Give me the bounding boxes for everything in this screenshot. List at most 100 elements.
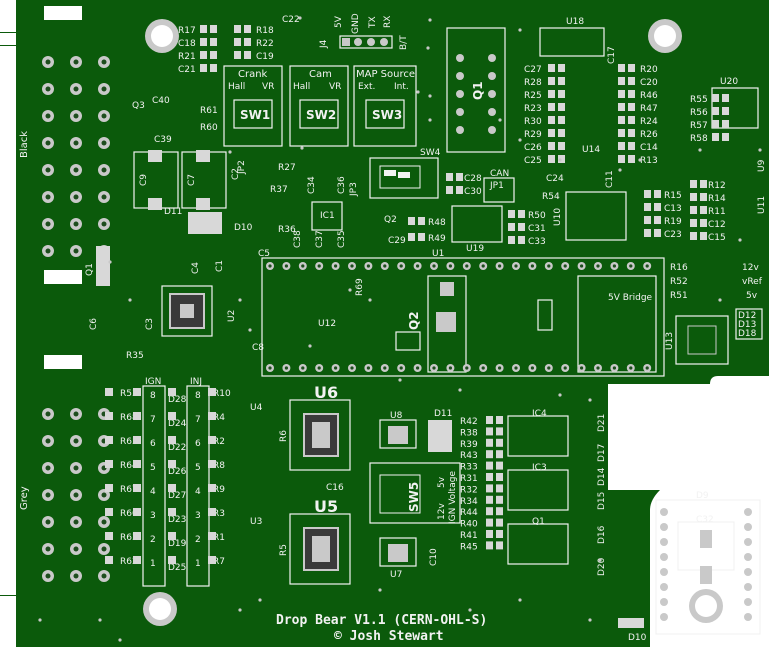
pad <box>418 233 425 241</box>
chip-u8 <box>379 419 417 449</box>
ign-diode-label: D25 <box>168 563 186 573</box>
a1-pin <box>744 598 752 606</box>
component-label: R33 <box>460 463 478 473</box>
ign-channel-number: 8 <box>150 391 156 401</box>
inj-channel-number: 4 <box>195 487 201 497</box>
connector-pin-hole <box>73 221 79 227</box>
pad <box>486 507 493 516</box>
connector-pin-hole <box>73 519 79 525</box>
pad <box>208 484 216 492</box>
component-label: R24 <box>640 117 658 127</box>
component-label: R19 <box>664 217 682 227</box>
chip-ic1 <box>311 201 343 231</box>
mcu-pin-hole <box>547 366 551 370</box>
component-label: R34 <box>460 497 478 507</box>
label-u19: U19 <box>466 244 484 254</box>
ign-diode-label: D19 <box>168 539 187 549</box>
pad <box>712 107 719 115</box>
pad <box>133 532 141 540</box>
pad <box>712 120 719 128</box>
component-label: C34 <box>307 176 317 194</box>
label-r52: R52 <box>670 277 688 287</box>
mounting-hole-right <box>648 19 682 53</box>
connector-pin-hole <box>101 492 107 498</box>
pad <box>644 216 651 224</box>
inj-channel-number: 2 <box>195 535 201 545</box>
pad <box>722 120 729 128</box>
via <box>398 378 402 382</box>
component-label: C30 <box>464 187 482 197</box>
mcu-pin-hole <box>268 366 272 370</box>
pad <box>558 129 565 137</box>
sw1-vr: VR <box>262 82 274 92</box>
pad <box>628 64 635 72</box>
via <box>638 158 642 162</box>
board-title: Drop Bear V1.1 (CERN-OHL-S) <box>276 613 487 628</box>
component-label: R12 <box>708 181 726 191</box>
component-label: R6 <box>279 430 289 442</box>
label-d9: D10 <box>628 633 647 643</box>
via <box>558 158 562 162</box>
via <box>518 28 522 32</box>
label-d11: D11 <box>164 207 182 217</box>
pad <box>496 427 503 436</box>
pad <box>644 229 651 237</box>
component-label: R23 <box>524 104 542 114</box>
a1-pin <box>660 583 668 591</box>
label-u1: U1 <box>432 249 444 259</box>
connector-pin-hole <box>45 519 51 525</box>
pad <box>486 416 493 424</box>
component-label: C13 <box>664 204 682 214</box>
switch-sw4 <box>369 157 439 199</box>
pad <box>486 484 493 493</box>
sw2-vr: VR <box>329 82 341 92</box>
pad <box>408 217 415 225</box>
pad <box>208 436 216 444</box>
component-label: R45 <box>460 542 478 552</box>
pad <box>210 25 217 33</box>
pad <box>133 436 141 444</box>
component-label: C40 <box>152 96 170 106</box>
component-label: R28 <box>524 78 542 88</box>
mcu-pin-hole <box>366 264 370 268</box>
mcu-pin-hole <box>301 366 305 370</box>
label-u12: U12 <box>318 319 336 329</box>
connector-pin-hole <box>101 194 107 200</box>
ign-channel-number: 7 <box>150 415 156 425</box>
pad <box>105 460 113 468</box>
mcu-pin-hole <box>432 366 436 370</box>
component-label: R69 <box>355 278 365 296</box>
pad <box>446 186 453 194</box>
label-u3: U3 <box>250 517 262 527</box>
label-u6: U6 <box>314 383 338 402</box>
pad <box>200 64 207 72</box>
via <box>758 148 762 152</box>
via <box>618 168 622 172</box>
mcu-pin-hole <box>612 366 617 370</box>
label-d12: D12 <box>738 311 756 321</box>
component-label: C22 <box>282 15 300 25</box>
via <box>518 598 522 602</box>
sw1-title: Crank <box>238 69 268 80</box>
mcu-pins-top <box>266 262 652 270</box>
pad <box>722 133 729 141</box>
inj-channel-number: 1 <box>195 559 201 569</box>
pad <box>133 412 141 420</box>
diode-label: D20 <box>597 557 607 576</box>
pad <box>418 217 425 225</box>
pad <box>133 484 141 492</box>
pad <box>644 203 651 211</box>
mcu-pin-hole <box>596 264 600 268</box>
component-label: R39 <box>460 440 478 450</box>
ign-resistor-label: R66 <box>120 509 138 519</box>
pad <box>618 90 625 98</box>
label-d13: D13 <box>738 320 756 330</box>
ign-diode-label: D26 <box>168 467 187 477</box>
pad <box>518 210 525 218</box>
pad <box>518 236 525 244</box>
ign-channel-number: 4 <box>150 487 156 497</box>
mcu-pin-hole <box>580 264 584 268</box>
sw2-label: SW2 <box>306 108 336 122</box>
pad <box>558 155 565 163</box>
pad <box>644 190 651 198</box>
